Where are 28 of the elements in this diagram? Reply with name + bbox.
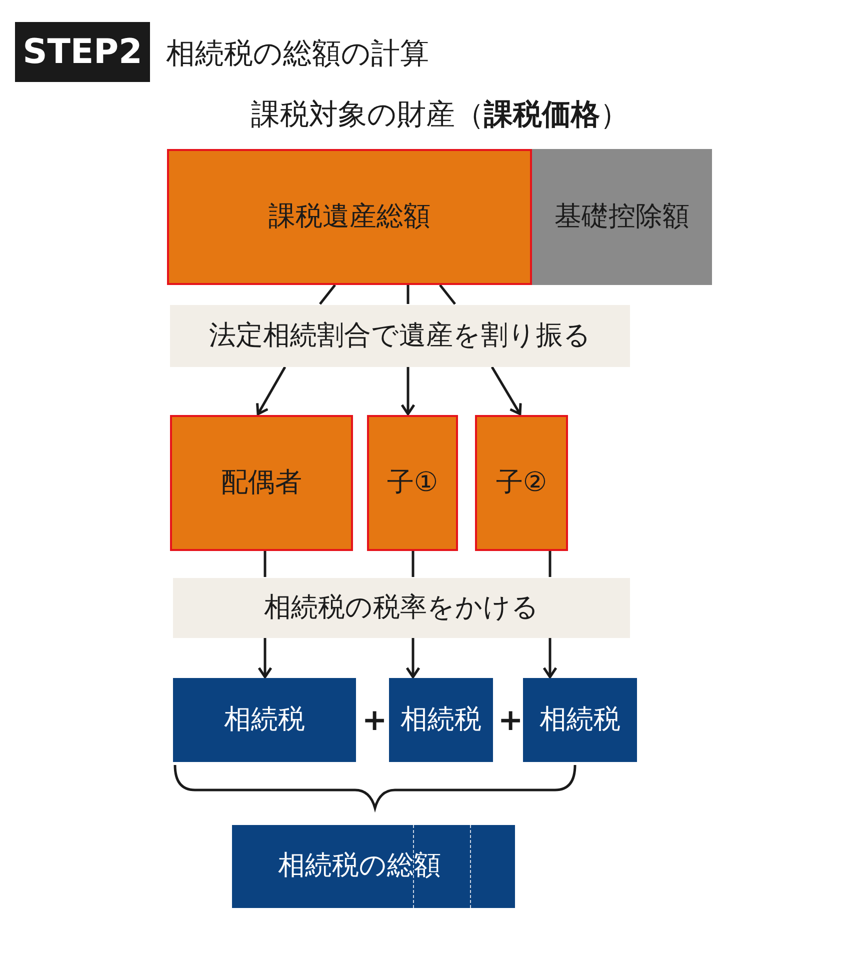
process-box: 子② [475,415,568,551]
process-box: 基礎控除額 [532,149,712,285]
plus-sign: + [498,703,518,738]
total-box: 相続税の総額 [232,825,515,908]
arrow [406,638,420,678]
step-badge: STEP2 [15,22,150,82]
process-box: 配偶者 [170,415,353,551]
connector-line [264,551,266,577]
title: 相続税の総額の計算 [166,35,429,72]
heading: 課税対象の財産（課税価格） [250,96,630,133]
process-box: 課税遺産総額 [167,149,532,285]
connector-line [548,551,552,577]
arrow [542,638,558,678]
tax-box: 相続税 [523,678,637,762]
connector-line [406,285,410,304]
arrow [400,367,416,416]
tax-box: 相続税 [389,678,493,762]
arrow [258,638,272,678]
tax-box: 相続税 [173,678,356,762]
step-band: 法定相続割合で遺産を割り振る [170,305,630,367]
arrow [490,366,522,416]
process-box: 子① [367,415,458,551]
connector-line [319,284,336,305]
connector-line [412,551,414,577]
step-band: 相続税の税率をかける [173,578,630,638]
connector-line [439,284,456,305]
arrow [256,366,286,416]
plus-sign: + [362,703,382,738]
